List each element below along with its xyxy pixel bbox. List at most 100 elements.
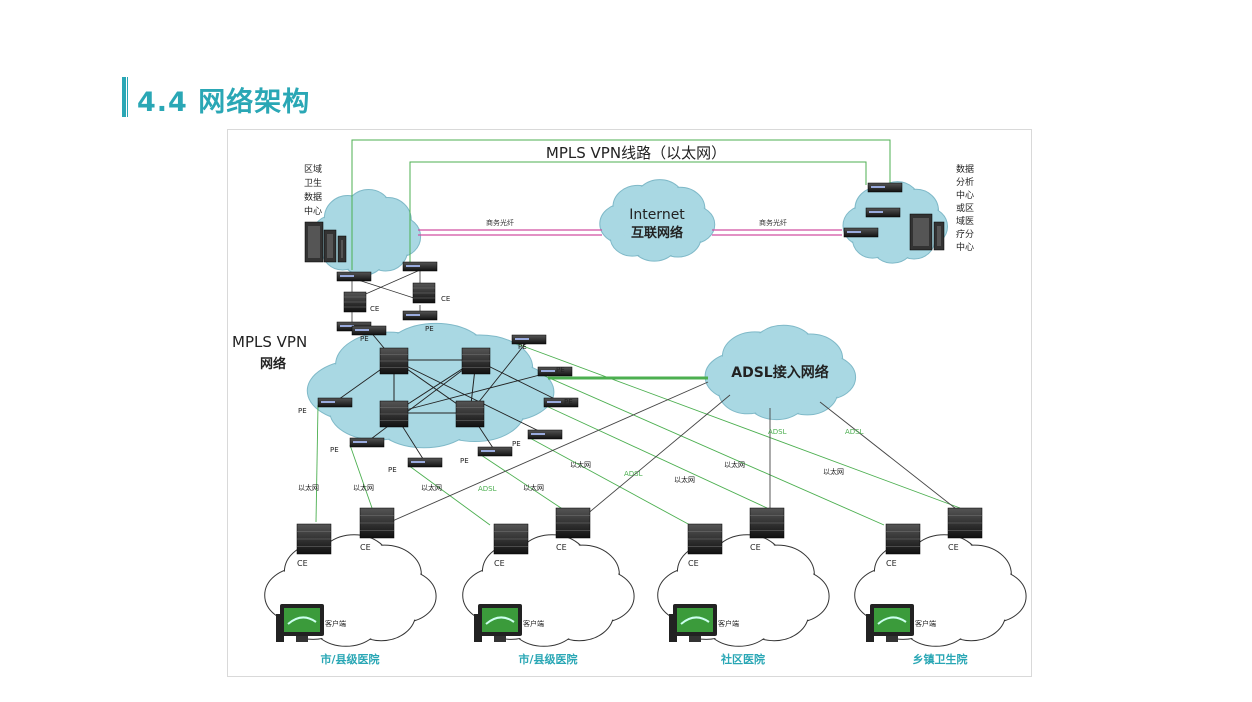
ethernet-link xyxy=(315,404,319,523)
site-name-label: 市/县级医院 xyxy=(320,652,379,666)
site-ce-label: CE xyxy=(750,543,761,552)
left-dc-tower-server xyxy=(304,221,324,263)
client-label: 客户端 xyxy=(718,619,739,628)
pe-label: PE xyxy=(425,325,434,333)
ce-label: CE xyxy=(441,295,450,303)
right-dc-router xyxy=(843,227,879,238)
ethernet-label: 以太网 xyxy=(570,460,591,469)
ce-router-left xyxy=(412,282,436,304)
right-dc-label: 中心 xyxy=(956,241,974,253)
pe-core-link xyxy=(366,359,477,443)
ethernet-link xyxy=(511,341,961,509)
site-name-label: 乡镇卫生院 xyxy=(913,652,968,666)
site-ce-router xyxy=(493,523,529,555)
ethernet-label: 以太网 xyxy=(724,460,745,469)
mpls-line-inner xyxy=(409,161,867,262)
site-ce-router xyxy=(359,507,395,539)
site-ce-label: CE xyxy=(360,543,371,552)
site-ce-label: CE xyxy=(948,543,959,552)
site-ce-label: CE xyxy=(494,559,505,568)
site-ce-router xyxy=(885,523,921,555)
pe-router xyxy=(543,397,579,408)
pe-core-link xyxy=(469,338,530,414)
site-ce-label: CE xyxy=(688,559,699,568)
title-accent-bar-thin xyxy=(127,77,128,117)
site-name-label: 社区医院 xyxy=(720,652,765,666)
site-name-label: 市/县级医院 xyxy=(518,652,577,666)
right-dc-label: 或区 xyxy=(956,202,974,214)
pe-label: PE xyxy=(512,440,521,448)
dc-link xyxy=(351,277,421,301)
left-dc-label: 卫生 xyxy=(304,177,322,189)
site-ce-label: CE xyxy=(886,559,897,568)
adsl-cloud xyxy=(704,324,857,421)
ethernet-label: 以太网 xyxy=(353,483,374,492)
pe-label: PE xyxy=(388,466,397,474)
core-router xyxy=(455,400,485,428)
left-dc-tower-server xyxy=(323,229,337,263)
internet-cloud xyxy=(599,179,716,262)
pe-router xyxy=(477,446,513,457)
client-monitor-icon xyxy=(276,604,324,642)
client-label: 客户端 xyxy=(325,619,346,628)
adsl-label: ADSL xyxy=(624,470,643,478)
right-dc-label: 数据 xyxy=(956,163,974,175)
right-dc-tower-server xyxy=(909,213,933,251)
pe-router xyxy=(402,310,438,321)
left-dc-label: 中心 xyxy=(304,205,322,217)
right-dc-label: 分析 xyxy=(956,176,974,188)
ethernet-link xyxy=(407,464,491,526)
pe-router xyxy=(407,457,443,468)
client-label: 客户端 xyxy=(523,619,544,628)
right-dc-label: 疗分 xyxy=(956,228,974,240)
pe-label: PE xyxy=(518,343,527,351)
pe-router xyxy=(351,325,387,336)
site-ce-router xyxy=(687,523,723,555)
mpls-cloud-label: MPLS VPN xyxy=(232,333,307,351)
right-dc-tower-server xyxy=(933,221,945,251)
ethernet-link xyxy=(349,444,373,509)
site-ce-label: CE xyxy=(297,559,308,568)
core-router xyxy=(379,347,409,375)
adsl-cloud-label: ADSL接入网络 xyxy=(731,364,828,381)
pe-label: PE xyxy=(360,335,369,343)
pe-router xyxy=(317,397,353,408)
right-dc-label: 中心 xyxy=(956,189,974,201)
site-ce-label: CE xyxy=(556,543,567,552)
client-monitor-icon xyxy=(669,604,717,642)
dc-router xyxy=(336,271,372,282)
adsl-label: ADSL xyxy=(768,428,787,436)
client-label: 客户端 xyxy=(915,619,936,628)
pe-router xyxy=(537,366,573,377)
left-dc-label: 区域 xyxy=(304,163,322,175)
ethernet-label: 以太网 xyxy=(421,483,442,492)
ce-label: CE xyxy=(370,305,379,313)
site-ce-router xyxy=(555,507,591,539)
pe-core-link xyxy=(393,370,556,414)
adsl-label: ADSL xyxy=(845,428,864,436)
fiber-label: 商务光纤 xyxy=(486,218,514,227)
site-cloud-1 xyxy=(264,534,437,647)
internet-label-cn: 互联网络 xyxy=(631,225,683,241)
pe-label: PE xyxy=(460,457,469,465)
ethernet-link xyxy=(527,436,691,526)
ethernet-label: 以太网 xyxy=(674,475,695,484)
pe-label: PE xyxy=(556,366,565,374)
right-dc-label: 域医 xyxy=(956,215,974,227)
adsl-link xyxy=(579,394,731,521)
adsl-link xyxy=(371,381,709,531)
mpls-cloud-label-cn: 网络 xyxy=(260,356,286,372)
right-dc-router xyxy=(867,182,903,193)
left-dc-label: 数据 xyxy=(304,191,322,203)
dc-router xyxy=(402,261,438,272)
adsl-link xyxy=(819,401,961,513)
client-monitor-icon xyxy=(866,604,914,642)
fiber-label: 商务光纤 xyxy=(759,218,787,227)
pe-router xyxy=(527,429,563,440)
ethernet-link xyxy=(477,452,565,511)
pe-label: PE xyxy=(330,446,339,454)
ethernet-label: 以太网 xyxy=(298,483,319,492)
page-title: 4.4 网络架构 xyxy=(137,87,311,118)
pe-label: PE xyxy=(564,398,573,406)
